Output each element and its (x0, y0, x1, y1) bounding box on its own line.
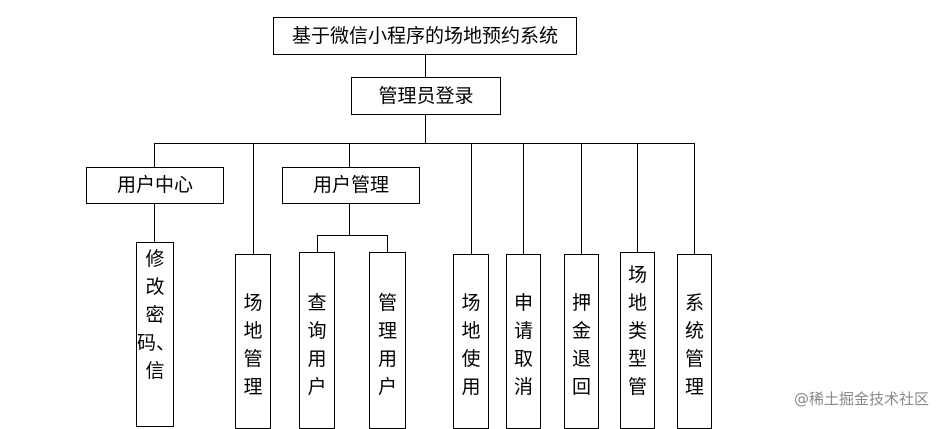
user-center-label: 用户中心 (116, 174, 193, 196)
venue-type-management-label: 场地类型管 (627, 264, 647, 398)
deposit-refund-node: 押金退回 (564, 254, 599, 429)
venue-use-node: 场地使用 (453, 254, 489, 429)
venue-type-management-node: 场地类型管 (620, 252, 655, 429)
system-management-node: 系统管理 (677, 254, 712, 429)
watermark: @稀土掘金技术社区 (791, 387, 931, 410)
change-password-label: 修改密码、信 (137, 248, 174, 382)
admin-login-label: 管理员登录 (378, 84, 474, 107)
query-users-label: 查询用户 (307, 292, 327, 398)
query-users-node: 查询用户 (299, 252, 335, 429)
deposit-refund-label: 押金退回 (571, 292, 591, 398)
root-node-label: 基于微信小程序的场地预约系统 (291, 24, 558, 47)
user-management-node: 用户管理 (282, 167, 420, 204)
user-management-label: 用户管理 (312, 174, 389, 196)
cancel-request-label: 申请取消 (513, 292, 533, 398)
venue-management-label: 场地管理 (243, 292, 263, 398)
manage-users-node: 管理用户 (369, 252, 406, 429)
change-password-node: 修改密码、信 (136, 242, 174, 427)
connector-lines (154, 54, 695, 254)
system-structure-diagram: 基于微信小程序的场地预约系统 管理员登录 用户中心 用户管理 修改密码、信 场地… (86, 17, 712, 429)
manage-users-label: 管理用户 (377, 292, 397, 398)
venue-management-node: 场地管理 (235, 254, 271, 429)
cancel-request-node: 申请取消 (506, 254, 541, 429)
admin-login-node: 管理员登录 (351, 77, 501, 115)
venue-use-label: 场地使用 (461, 292, 481, 398)
root-node: 基于微信小程序的场地预约系统 (273, 17, 577, 55)
user-center-node: 用户中心 (86, 167, 224, 204)
system-management-label: 系统管理 (684, 292, 704, 398)
